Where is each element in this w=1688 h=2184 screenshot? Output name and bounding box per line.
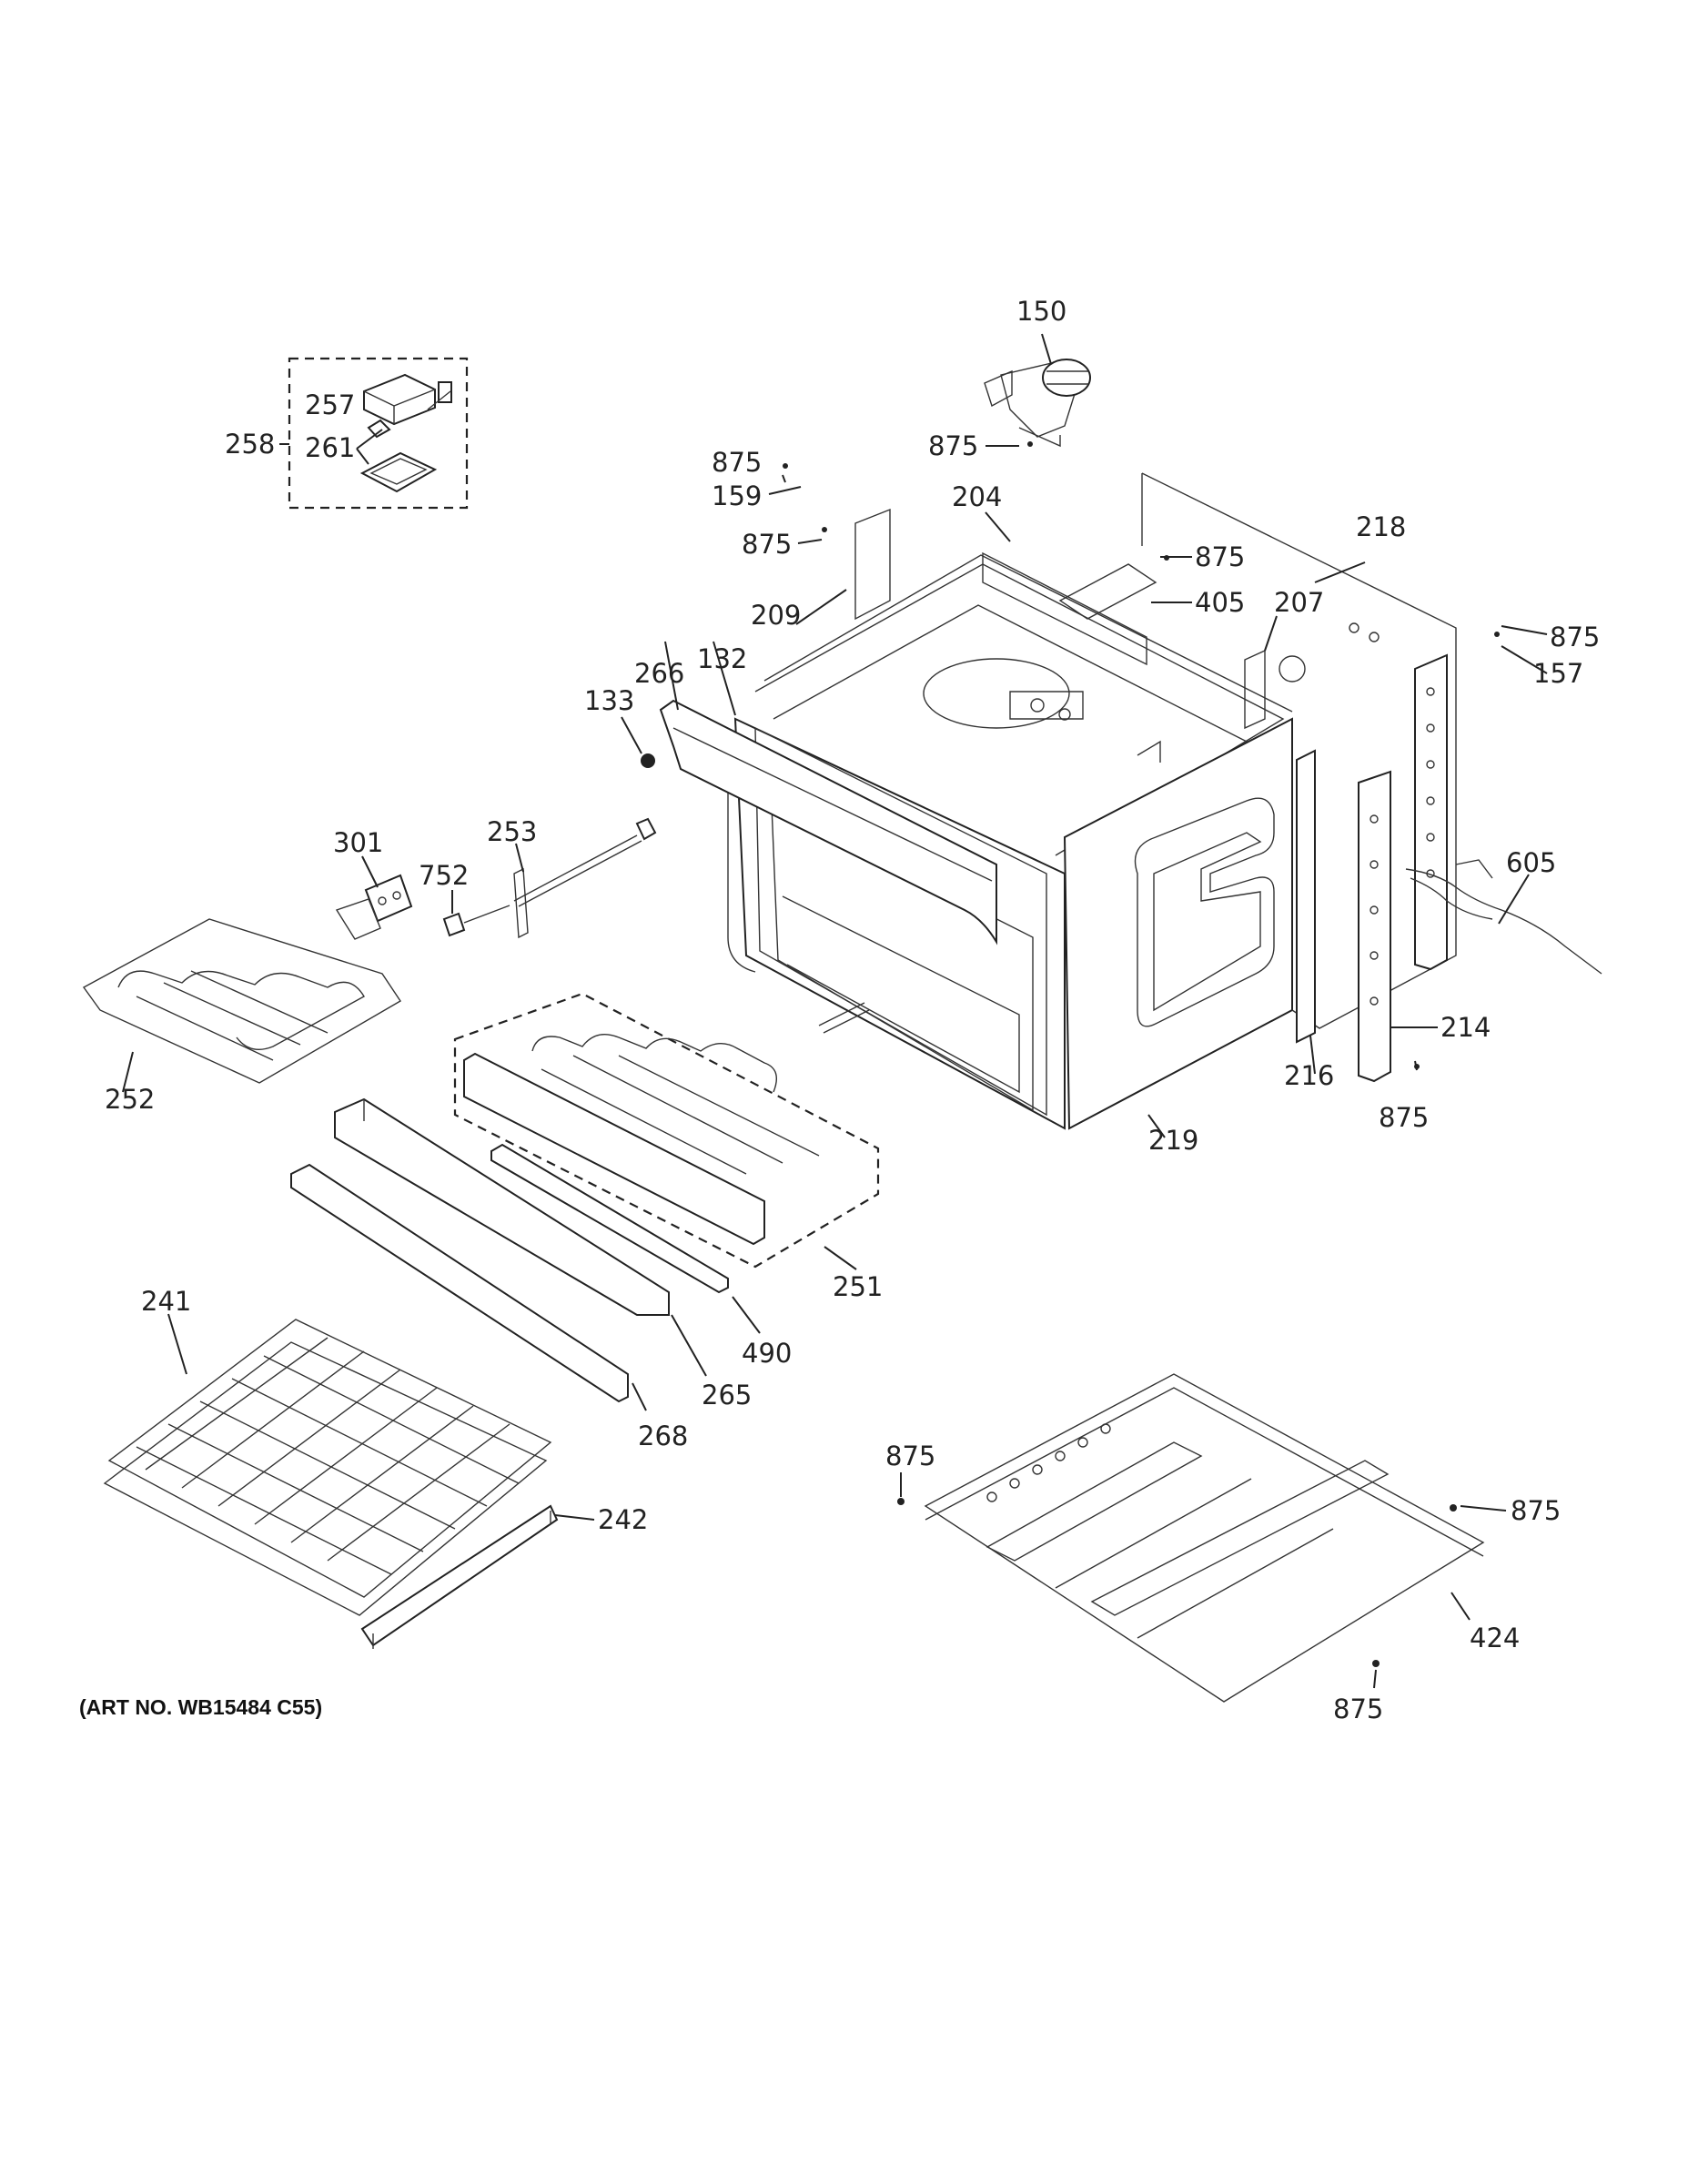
callout-301: 301 — [333, 827, 383, 858]
leader-lines — [122, 333, 1548, 1689]
callout-265: 265 — [702, 1380, 752, 1410]
callout-875-top: 875 — [1195, 541, 1245, 572]
part-251-bake-element-kit — [453, 992, 880, 1269]
callout-214: 214 — [1440, 1012, 1491, 1043]
callout-251: 251 — [833, 1271, 883, 1302]
callout-218: 218 — [1356, 511, 1406, 542]
callout-605: 605 — [1506, 847, 1556, 878]
callout-252: 252 — [105, 1084, 155, 1115]
callout-159: 159 — [712, 480, 762, 511]
part-258-kit-box — [288, 357, 469, 510]
callout-216: 216 — [1284, 1060, 1334, 1091]
callout-261: 261 — [305, 432, 355, 463]
callout-875-left: 875 — [742, 529, 792, 560]
callout-875-motor: 875 — [928, 430, 978, 461]
rails-490-265-268 — [290, 1097, 729, 1403]
part-424-bottom-panel — [897, 1373, 1485, 1703]
callout-875-side: 875 — [1379, 1102, 1429, 1133]
part-150-motor-assembly — [984, 359, 1091, 448]
callout-875-bracket: 875 — [712, 447, 762, 478]
part-605-wire-harness — [1405, 859, 1602, 975]
oven-cavity-assembly — [641, 441, 1500, 1130]
callout-labels: 150 875 875 159 204 875 209 875 405 218 … — [79, 296, 1600, 1724]
callout-132: 132 — [697, 643, 747, 674]
side-rails — [1296, 653, 1448, 1083]
callout-157: 157 — [1533, 658, 1583, 689]
art-number-caption: (ART NO. WB15484 C55) — [79, 1695, 322, 1719]
callout-207: 207 — [1274, 587, 1324, 618]
callout-424: 424 — [1470, 1623, 1520, 1653]
callout-257: 257 — [305, 389, 355, 420]
callout-241: 241 — [141, 1286, 191, 1317]
callout-268: 268 — [638, 1421, 688, 1451]
callout-875-bottom-left: 875 — [885, 1441, 935, 1471]
callout-258: 258 — [225, 429, 275, 460]
callout-875-right: 875 — [1550, 622, 1600, 652]
callout-204: 204 — [952, 481, 1002, 512]
callout-150: 150 — [1016, 296, 1066, 327]
callout-219: 219 — [1148, 1125, 1198, 1156]
callout-490: 490 — [742, 1338, 792, 1369]
callout-209: 209 — [751, 600, 801, 631]
callout-875-bottom-right: 875 — [1511, 1495, 1561, 1526]
callout-752: 752 — [419, 860, 469, 891]
callout-405: 405 — [1195, 587, 1245, 618]
callout-133: 133 — [584, 685, 634, 716]
part-252-broil-element — [82, 874, 413, 1084]
callout-242: 242 — [598, 1504, 648, 1535]
callout-266: 266 — [634, 658, 684, 689]
callout-253: 253 — [487, 816, 537, 847]
part-241-oven-rack — [103, 1319, 559, 1649]
callout-875-bottom: 875 — [1333, 1694, 1383, 1724]
part-253-temperature-sensor — [442, 817, 657, 939]
